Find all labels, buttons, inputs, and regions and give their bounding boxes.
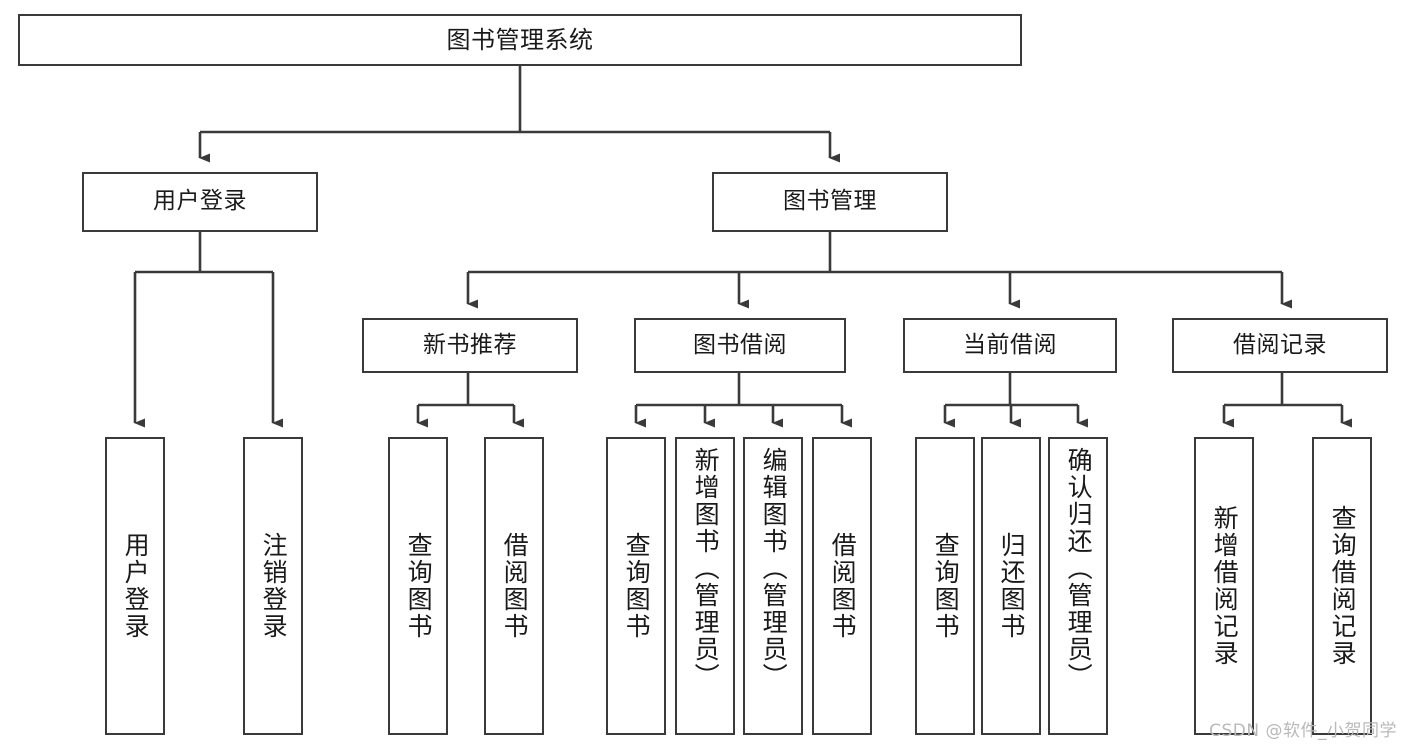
node-label: 注销登录 <box>259 532 289 640</box>
node-label: 新增借阅记录 <box>1210 505 1240 667</box>
leaf-return-book[interactable]: 归还图书 <box>981 437 1041 735</box>
node-label: 新书推荐 <box>423 331 517 358</box>
node-label: 归还图书 <box>997 532 1027 640</box>
node-book-management[interactable]: 图书管理 <box>712 172 948 232</box>
leaf-add-book-admin[interactable]: 新增图书（管理员） <box>675 437 735 735</box>
node-label: 借阅图书 <box>500 532 530 640</box>
node-new-book-recommend[interactable]: 新书推荐 <box>362 318 578 373</box>
node-label: 借阅记录 <box>1233 331 1327 358</box>
node-label: 借阅图书 <box>828 532 858 640</box>
leaf-edit-book-admin[interactable]: 编辑图书（管理员） <box>743 437 803 735</box>
node-label: 确认归还（管理员） <box>1064 447 1094 690</box>
leaf-query-book-current[interactable]: 查询图书 <box>915 437 975 735</box>
node-label: 图书管理 <box>783 188 877 215</box>
leaf-logout-login[interactable]: 注销登录 <box>243 437 303 735</box>
leaf-query-book-borrow[interactable]: 查询图书 <box>606 437 666 735</box>
leaf-user-login[interactable]: 用户登录 <box>105 437 165 735</box>
leaf-query-book-recommend[interactable]: 查询图书 <box>388 437 448 735</box>
node-label: 新增图书（管理员） <box>691 447 721 690</box>
node-current-borrow[interactable]: 当前借阅 <box>903 318 1117 373</box>
node-label: 用户登录 <box>121 532 151 640</box>
csdn-watermark: CSDN @软件_小贺同学 <box>1209 721 1397 741</box>
node-book-borrow[interactable]: 图书借阅 <box>634 318 846 373</box>
node-label: 用户登录 <box>153 188 247 215</box>
leaf-query-borrow-record[interactable]: 查询借阅记录 <box>1312 437 1372 735</box>
leaf-borrow-book-borrow[interactable]: 借阅图书 <box>812 437 872 735</box>
node-label: 当前借阅 <box>963 331 1057 358</box>
node-root-book-management-system[interactable]: 图书管理系统 <box>18 14 1022 66</box>
node-label: 查询借阅记录 <box>1328 505 1358 667</box>
leaf-add-borrow-record[interactable]: 新增借阅记录 <box>1194 437 1254 735</box>
node-user-login[interactable]: 用户登录 <box>82 172 318 232</box>
leaf-confirm-return-admin[interactable]: 确认归还（管理员） <box>1048 437 1108 735</box>
node-label: 图书管理系统 <box>446 25 594 54</box>
node-label: 查询图书 <box>931 532 961 640</box>
leaf-borrow-book-recommend[interactable]: 借阅图书 <box>484 437 544 735</box>
node-borrow-record[interactable]: 借阅记录 <box>1172 318 1388 373</box>
node-label: 查询图书 <box>622 532 652 640</box>
node-label: 图书借阅 <box>693 331 787 358</box>
node-label: 查询图书 <box>404 532 434 640</box>
node-label: 编辑图书（管理员） <box>759 447 789 690</box>
